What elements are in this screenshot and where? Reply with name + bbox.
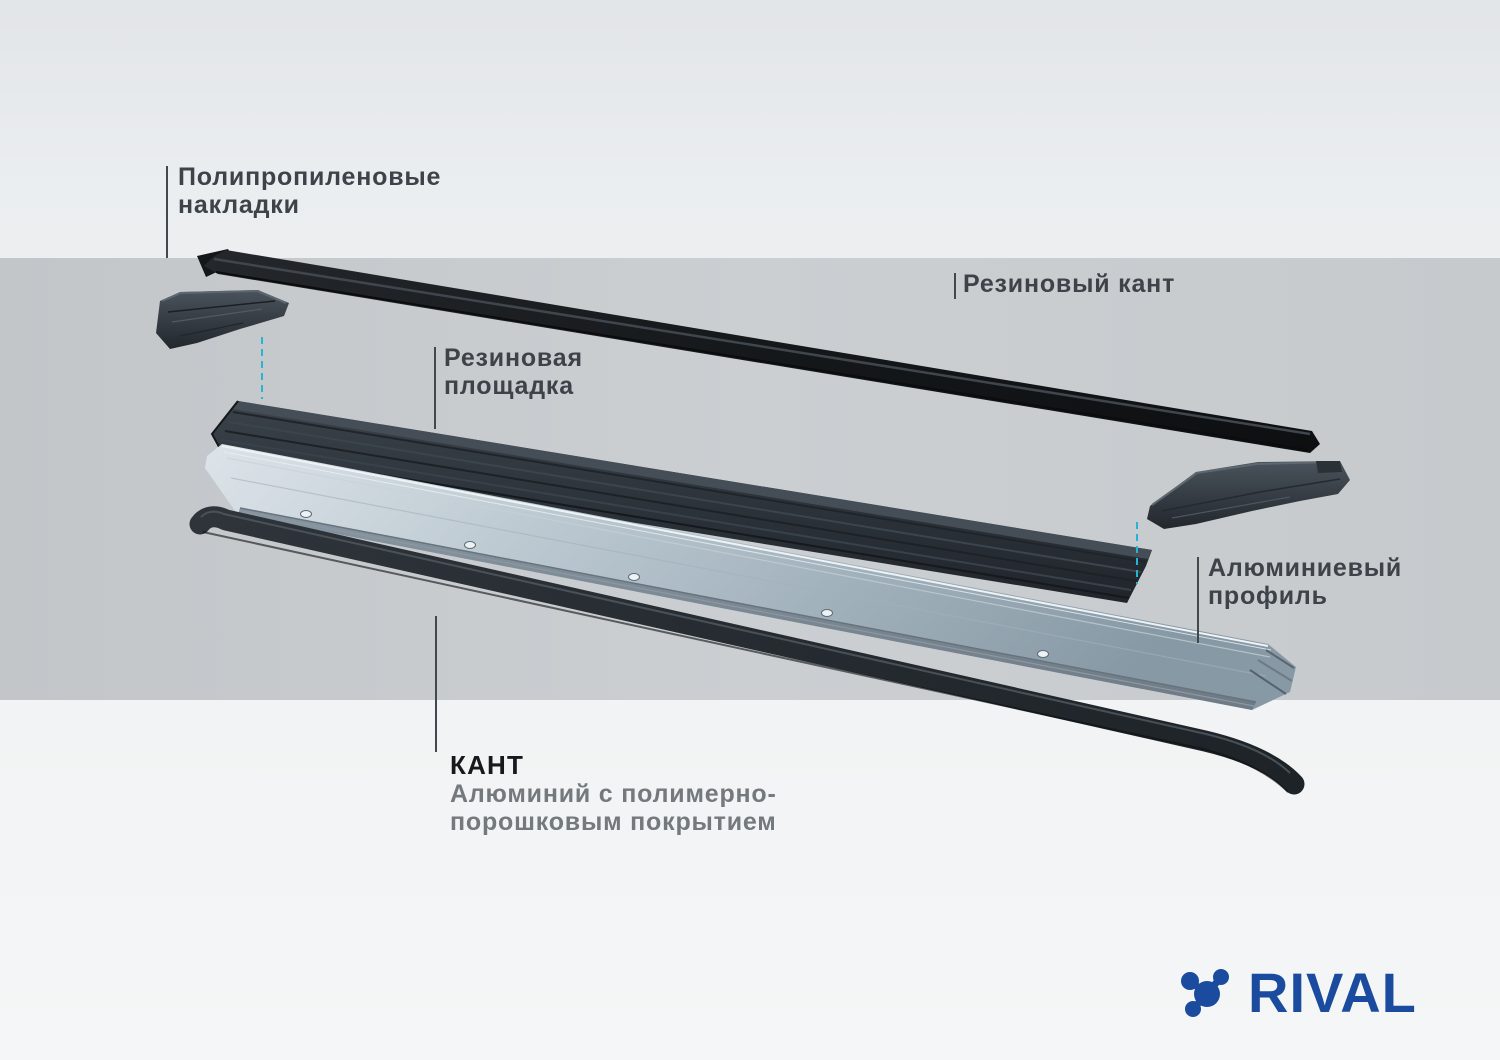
aluminum-end-rib-2 (1257, 659, 1293, 682)
rubber-platform-top-face (233, 401, 1152, 559)
kant-frame-body (189, 506, 1305, 795)
label-rubber-platform: Резиновая площадка (444, 344, 583, 400)
screw-hole-1 (300, 510, 312, 518)
screw-hole-5 (1037, 650, 1049, 658)
left-end-cap-ridge-dark (167, 300, 276, 313)
aluminum-reflection-3 (230, 477, 1267, 677)
right-end-cap-body (1147, 461, 1350, 529)
platform-rib-1 (232, 411, 1147, 563)
kant-frame-part (189, 506, 1305, 795)
kant-frame-top-highlight (200, 510, 1291, 774)
aluminum-reflection-2 (226, 457, 1271, 658)
kant-subtitle-line: Алюминий с полимерно- (450, 780, 777, 808)
rubber-platform-body (212, 401, 1152, 603)
rubber-edge-part (197, 249, 1320, 453)
label-line: Резиновый кант (963, 270, 1176, 298)
aluminum-profile-part (205, 444, 1296, 710)
left-end-cap-ridge-lower (179, 322, 244, 337)
right-end-cap-part (1147, 461, 1350, 529)
label-kant: КАНТ Алюминий с полимерно- порошковым по… (450, 750, 777, 836)
left-end-cap-body (156, 290, 289, 349)
brand-logo: RIVAL (1176, 964, 1417, 1022)
platform-rib-3 (224, 430, 1137, 582)
aluminum-top-edge-bright (221, 445, 1269, 647)
rival-logo-icon (1181, 969, 1229, 1017)
assembly-dash-left (261, 337, 263, 399)
label-rubber-edge: Резиновый кант (963, 270, 1175, 298)
left-end-cap-part (156, 289, 289, 349)
leader-line-rubber-edge (954, 273, 956, 299)
right-end-cap-ridge-dark (1161, 478, 1341, 512)
leader-line-aluminum-profile (1197, 557, 1199, 643)
aluminum-end-rib-3 (1249, 669, 1287, 695)
assembly-dash-right (1136, 522, 1138, 584)
brand-wordmark: RIVAL (1248, 961, 1417, 1024)
rubber-edge-top-highlight (213, 257, 1311, 436)
aluminum-end-rib-1 (1265, 649, 1295, 669)
platform-rib-4 (220, 439, 1132, 591)
right-end-cap-ridge-light (1171, 496, 1291, 519)
platform-rib-2 (228, 421, 1142, 573)
right-end-cap-top-highlight (1151, 461, 1338, 506)
leader-line-polypropylene (166, 166, 168, 258)
leader-line-kant (435, 616, 437, 752)
aluminum-groove-1 (239, 507, 1257, 703)
screw-hole-3 (628, 573, 640, 581)
left-end-cap-ridge-light (171, 308, 263, 323)
right-end-cap-notch (1316, 461, 1342, 473)
label-line: профиль (1208, 582, 1328, 610)
label-aluminum-profile: Алюминиевый профиль (1208, 554, 1402, 610)
aluminum-reflection-1 (223, 451, 1272, 651)
label-line: Алюминиевый (1208, 554, 1403, 582)
kant-frame-bottom-shade (202, 531, 1289, 793)
rubber-edge-bottom-shade (215, 271, 1309, 451)
aluminum-groove-2 (241, 511, 1255, 707)
kant-title: КАНТ (450, 750, 525, 780)
label-line: Полипропиленовые (178, 163, 442, 191)
label-polypropylene-pads: Полипропиленовые накладки (178, 163, 441, 219)
label-line: площадка (444, 372, 574, 400)
kant-subtitle-line: порошковым покрытием (450, 808, 777, 836)
leader-line-rubber-platform (434, 347, 436, 429)
screw-hole-2 (464, 541, 476, 549)
label-line: накладки (178, 191, 300, 219)
screw-hole-4 (821, 609, 833, 617)
label-line: Резиновая (444, 344, 583, 372)
left-end-cap-top-highlight (161, 289, 287, 304)
